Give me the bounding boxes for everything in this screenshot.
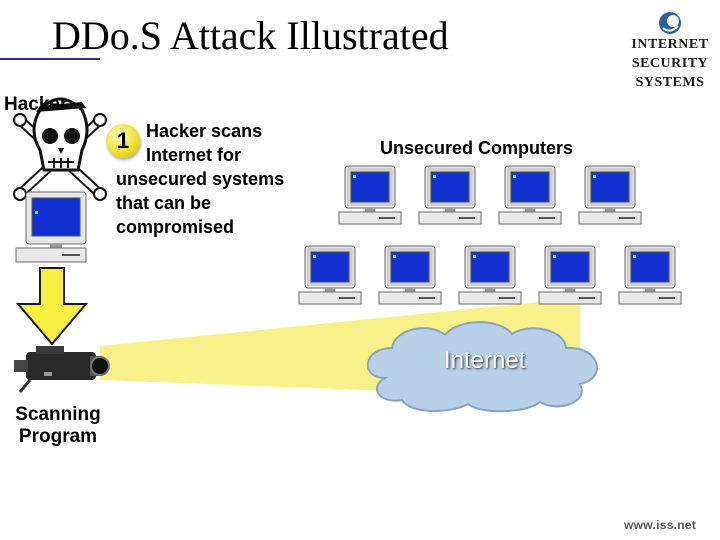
step-text-line-5: compromised	[116, 217, 235, 237]
title-underline	[0, 58, 100, 60]
scanning-program-line-1: Scanning	[15, 404, 101, 425]
footer-url: www.iss.net	[624, 518, 697, 532]
video-camera-icon	[14, 346, 110, 393]
computer-icon	[338, 165, 402, 225]
step-number: 1	[116, 128, 130, 153]
step-text-line-1: Hacker scans	[146, 121, 263, 141]
computer-icon	[498, 165, 562, 225]
unsecured-computers-row-2	[298, 245, 682, 305]
computer-icon	[578, 165, 642, 225]
slide-title: DDo.S Attack Illustrated	[52, 13, 449, 58]
scanning-program-line-2: Program	[18, 426, 98, 447]
step-text-line-2: Internet for	[146, 145, 242, 165]
unsecured-computers-label: Unsecured Computers	[380, 138, 574, 158]
iss-logo: INTERNET SECURITY SYSTEMS	[622, 10, 718, 96]
step-number-badge: 1	[106, 124, 140, 158]
iss-logo-icon	[659, 12, 681, 34]
step-text-line-4: that can be	[116, 193, 212, 213]
logo-line-1: INTERNET	[631, 37, 709, 52]
hacker-label: Hacker	[4, 94, 68, 115]
scanning-program-label: Scanning Program	[6, 404, 110, 448]
internet-label: Internet	[444, 347, 526, 374]
step-text-line-3: unsecured systems	[116, 169, 285, 189]
computer-icon	[418, 165, 482, 225]
hacker-computer-icon	[15, 191, 87, 263]
logo-line-2: SECURITY	[631, 56, 709, 71]
computer-icon	[458, 245, 522, 305]
computer-icon	[618, 245, 682, 305]
unsecured-computers-row-1	[338, 165, 642, 225]
computer-icon	[298, 245, 362, 305]
skull-crossbones-icon	[13, 97, 107, 201]
computer-icon	[538, 245, 602, 305]
down-arrow-icon	[15, 267, 89, 346]
computer-icon	[378, 245, 442, 305]
logo-line-3: SYSTEMS	[635, 75, 705, 90]
internet-cloud-icon	[366, 321, 598, 413]
